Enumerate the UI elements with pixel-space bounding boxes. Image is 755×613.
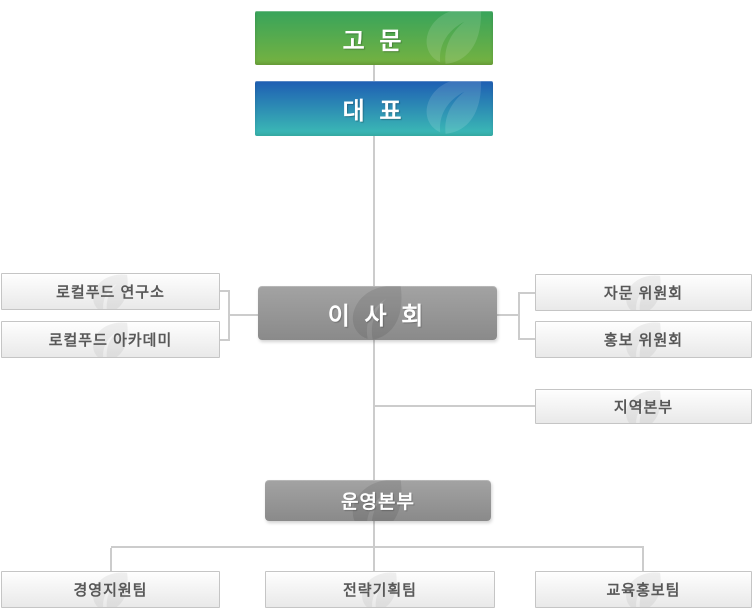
leaf-icon [418, 11, 491, 65]
org-node-research-institute: 로컬푸드 연구소 [1, 273, 220, 310]
connector-line [228, 290, 230, 341]
org-node-label: 홍보 위원회 [603, 332, 684, 349]
org-node-label: 교육홍보팀 [606, 582, 681, 599]
connector-line [110, 548, 112, 571]
connector-line [373, 65, 375, 82]
connector-line [230, 314, 258, 316]
org-node-strategic-planning-team: 전략기획팀 [265, 571, 495, 608]
org-node-label: 자문 위원회 [603, 285, 684, 302]
connector-line [518, 292, 520, 340]
org-node-label: 로컬푸드 아카데미 [48, 332, 173, 349]
org-node-education-pr-team: 교육홍보팀 [535, 571, 752, 608]
connector-line [373, 136, 375, 286]
org-node-label: 대 표 [342, 98, 406, 125]
org-node-label: 로컬푸드 연구소 [56, 284, 165, 301]
connector-line [497, 314, 520, 316]
org-node-advisory-committee: 자문 위원회 [535, 274, 752, 311]
org-node-operations-hq: 운영본부 [265, 480, 491, 521]
org-node-label: 전략기획팀 [342, 582, 417, 599]
org-node-management-support-team: 경영지원팀 [1, 571, 220, 608]
connector-line [520, 338, 535, 340]
connector-line [520, 292, 535, 294]
org-node-regional-hq: 지역본부 [535, 389, 752, 424]
org-node-label: 운영본부 [341, 492, 415, 513]
connector-line [642, 548, 644, 571]
connector-line [373, 548, 375, 571]
connector-line [220, 290, 230, 292]
connector-line [373, 340, 375, 480]
org-node-label: 지역본부 [613, 399, 674, 416]
leaf-icon [418, 81, 491, 136]
org-node-label: 이 사 회 [327, 302, 428, 330]
org-node-pr-committee: 홍보 위원회 [535, 321, 752, 358]
connector-line [220, 339, 230, 341]
connector-line [375, 405, 535, 407]
org-node-advisor: 고 문 [255, 11, 493, 65]
connector-line [373, 521, 375, 547]
org-node-label: 경영지원팀 [73, 582, 148, 599]
org-node-ceo: 대 표 [255, 81, 493, 136]
org-node-board: 이 사 회 [258, 286, 497, 340]
org-node-academy: 로컬푸드 아카데미 [1, 321, 220, 358]
org-node-label: 고 문 [342, 27, 406, 55]
connector-line [111, 546, 644, 548]
